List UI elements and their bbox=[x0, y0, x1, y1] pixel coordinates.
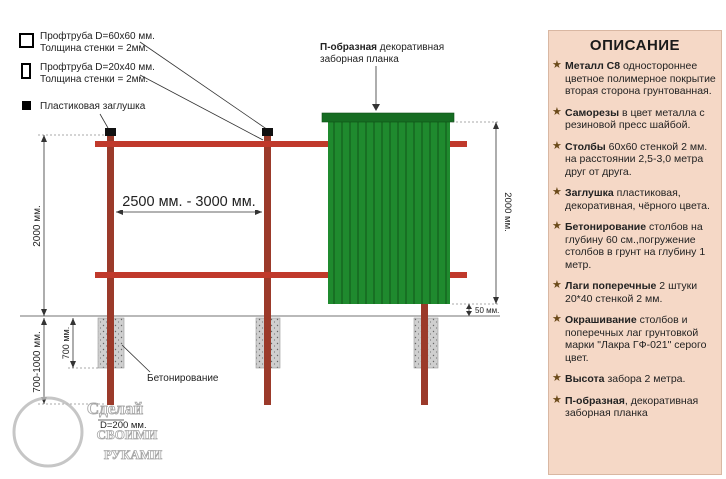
leader-line bbox=[99, 113, 109, 129]
description-panel: ОПИСАНИЕ ★ Металл С8 одностороннее цветн… bbox=[548, 30, 722, 475]
star-icon: ★ bbox=[552, 105, 562, 118]
description-item-bold: Саморезы bbox=[565, 106, 620, 119]
legend-pipe-large-1: Профтруба D=60х60 мм. bbox=[40, 30, 155, 42]
top-strip-rest: декоративная bbox=[377, 42, 444, 53]
description-item: ★ Окрашивание столбов и поперечных лаг г… bbox=[549, 313, 721, 364]
description-item: ★ Саморезы в цвет металла с резиновой пр… bbox=[549, 105, 721, 132]
bottom-rail bbox=[95, 272, 467, 278]
description-item: ★ Столбы 60х60 стенкой 2 мм. на расстоян… bbox=[549, 139, 721, 179]
post-cap bbox=[105, 128, 116, 136]
description-item-bold: П-образная bbox=[565, 394, 625, 407]
watermark-logo: Сделай своими руками bbox=[12, 396, 163, 468]
concrete-label: Бетонирование bbox=[147, 373, 219, 384]
fence-post bbox=[107, 135, 114, 405]
description-item-text: 2 штуки 20*40 стенкой 2 мм. bbox=[565, 280, 698, 305]
description-item: ★ Бетонирование столбов на глубину 60 см… bbox=[549, 220, 721, 271]
description-item-bold: Лаги поперечные bbox=[565, 280, 657, 292]
star-icon: ★ bbox=[552, 313, 562, 325]
description-item-text: столбов и поперечных лаг грунтовкой марк… bbox=[565, 314, 707, 364]
description-item: ★ Заглушка пластиковая, декоративная, чё… bbox=[549, 186, 721, 212]
cap-icon bbox=[22, 101, 31, 110]
description-item-bold: Бетонирование bbox=[565, 221, 647, 233]
description-item-text: пластиковая, декоративная, чёрного цвета… bbox=[565, 187, 710, 212]
description-item-bold: Окрашивание bbox=[565, 314, 637, 326]
description-item-text: одностороннее цветное полимерное покрыти… bbox=[565, 60, 716, 97]
star-icon: ★ bbox=[552, 372, 562, 384]
star-icon: ★ bbox=[552, 139, 562, 152]
fence-post bbox=[264, 135, 271, 405]
top-rail bbox=[95, 141, 467, 147]
description-item-text: столбов на глубину 60 см.,погружение сто… bbox=[565, 221, 706, 271]
description-item-bold: Высота bbox=[565, 373, 605, 385]
description-title: ОПИСАНИЕ bbox=[589, 37, 681, 54]
description-item: ★ Лаги поперечные 2 штуки 20*40 стенкой … bbox=[549, 279, 721, 305]
description-item: ★ Металл С8 одностороннее цветное полиме… bbox=[549, 59, 721, 98]
height-left: 2000 мм. bbox=[32, 205, 43, 247]
leader-line bbox=[139, 74, 264, 141]
top-strip-label: П-образная декоративная bbox=[320, 41, 444, 53]
watermark-line2: своими bbox=[97, 427, 158, 442]
description-item-text: 60х60 стенкой 2 мм. на расстоянии 2,5-3,… bbox=[565, 140, 708, 178]
description-item-text: забора 2 метра. bbox=[604, 373, 686, 385]
legend-pipe-small-2: Толщина стенки = 2мм. bbox=[40, 74, 148, 85]
top-strip-bold: П-образная bbox=[320, 41, 377, 53]
decorative-top-strip bbox=[321, 112, 455, 123]
description-item-text: в цвет металла с резиновой пресс шайбой. bbox=[565, 106, 705, 132]
legend-pipe-large-2: Толщина стенки = 2мм. bbox=[40, 43, 148, 54]
depth-dimension: 700-1000 мм. bbox=[32, 331, 43, 393]
description-item-bold: Столбы bbox=[565, 140, 606, 153]
legend-pipe-small-1: Профтруба D=20х40 мм. bbox=[40, 61, 155, 73]
strip-arrow-head bbox=[372, 104, 380, 111]
leader-line bbox=[139, 41, 269, 131]
star-icon: ★ bbox=[552, 220, 562, 232]
span-dimension: 2500 мм. - 3000 мм. bbox=[122, 194, 255, 210]
gap-label: 50 мм. bbox=[475, 306, 499, 315]
corrugated-sheet bbox=[321, 112, 455, 304]
pipe-small-icon bbox=[21, 63, 31, 79]
legend-cap: Пластиковая заглушка bbox=[40, 101, 146, 112]
star-icon: ★ bbox=[552, 279, 562, 291]
description-item-bold: Металл С8 bbox=[565, 60, 621, 72]
post-cap bbox=[262, 128, 273, 136]
description-item-bold: Заглушка bbox=[565, 187, 614, 199]
top-strip-label-2: заборная планка bbox=[320, 53, 399, 65]
watermark-line3: руками bbox=[104, 447, 162, 462]
star-icon: ★ bbox=[552, 59, 562, 71]
diameter-label: D=200 мм. bbox=[100, 420, 147, 431]
description-item-text: , декоративная заборная планка bbox=[565, 394, 699, 420]
watermark-circle-icon bbox=[12, 396, 84, 468]
star-icon: ★ bbox=[552, 393, 562, 406]
pipe-large-icon bbox=[19, 33, 34, 48]
height-right: 2000 мм. bbox=[502, 192, 513, 231]
depth-inner: 700 мм. bbox=[61, 327, 71, 359]
description-item: ★ Высота забора 2 метра. bbox=[549, 372, 721, 386]
watermark-line1: Сделай bbox=[87, 399, 143, 418]
star-icon: ★ bbox=[552, 186, 562, 198]
description-item: ★ П-образная, декоративная заборная план… bbox=[549, 393, 721, 420]
